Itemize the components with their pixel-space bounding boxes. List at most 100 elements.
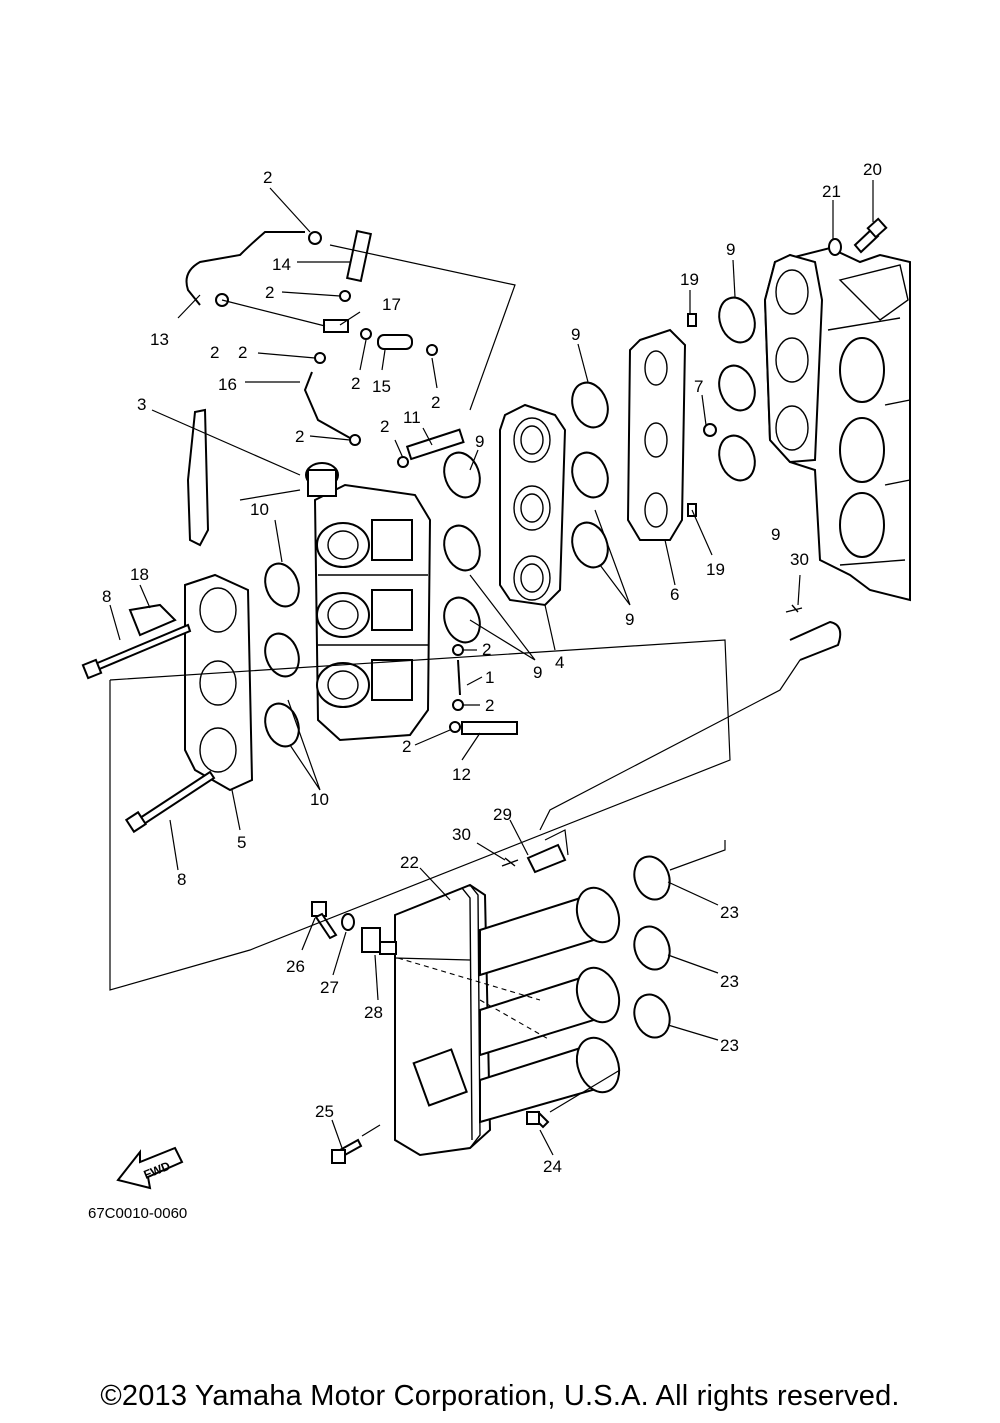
callout-23: 23 — [720, 972, 739, 991]
carburetor-assembly — [305, 462, 432, 742]
clip-30-upper — [785, 604, 803, 613]
callout-9: 9 — [571, 325, 580, 344]
callout-labels: 20 21 9 19 2 14 2 17 13 2 2 2 15 2 16 9 … — [102, 160, 882, 1176]
hose-13 — [185, 231, 305, 306]
o-ring-9-mid-1 — [571, 381, 609, 429]
callout-2: 2 — [263, 168, 272, 187]
bolt-20 — [853, 217, 888, 254]
callout-20: 20 — [863, 160, 882, 179]
bracket-3 — [186, 408, 210, 547]
callout-3: 3 — [137, 395, 146, 414]
callout-17: 17 — [382, 295, 401, 314]
callout-2: 2 — [380, 417, 389, 436]
clip-30-lower — [501, 857, 519, 867]
gasket-plate-6 — [626, 328, 687, 541]
callout-21: 21 — [822, 182, 841, 201]
clip-2-k — [449, 721, 461, 733]
hose-29 — [526, 843, 567, 874]
cylinder-block-partial — [763, 246, 911, 602]
callout-18: 18 — [130, 565, 149, 584]
intake-manifold-4 — [499, 403, 567, 607]
dowel-pin-19-top — [687, 313, 697, 327]
hose-1 — [457, 659, 461, 696]
diagram-code: 67C0010-0060 — [88, 1205, 188, 1222]
callout-19: 19 — [680, 270, 699, 289]
o-ring-10-2 — [264, 632, 300, 678]
callout-5: 5 — [237, 833, 246, 852]
clip-2-j — [452, 699, 464, 711]
clamp-18 — [128, 603, 177, 637]
spacer-plate-5 — [184, 573, 254, 792]
fwd-arrow-icon: FWD — [116, 1146, 184, 1190]
o-ring-9-right-2 — [718, 364, 756, 412]
callout-22: 22 — [400, 853, 419, 872]
fitting-28 — [361, 927, 397, 955]
clip-2-h — [397, 456, 409, 468]
callout-23: 23 — [720, 903, 739, 922]
o-ring-23-2 — [633, 925, 671, 971]
callout-19: 19 — [706, 560, 725, 579]
bolt-25 — [331, 1138, 363, 1164]
callout-9: 9 — [625, 610, 634, 629]
callout-16: 16 — [218, 375, 237, 394]
bolt-24 — [526, 1110, 550, 1129]
clip-2-i — [452, 644, 464, 656]
hose-16 — [303, 371, 351, 439]
callout-2: 2 — [295, 427, 304, 446]
clip-2-b — [339, 290, 351, 302]
o-ring-9-right-1 — [718, 296, 756, 344]
hose-pipe-upper — [789, 620, 842, 661]
callout-6: 6 — [670, 585, 679, 604]
callout-24: 24 — [543, 1157, 562, 1176]
bolt-26 — [311, 901, 338, 940]
callout-2: 2 — [485, 696, 494, 715]
callout-28: 28 — [364, 1003, 383, 1022]
callout-14: 14 — [272, 255, 291, 274]
callout-8: 8 — [177, 870, 186, 889]
callout-26: 26 — [286, 957, 305, 976]
o-ring-23-3 — [633, 993, 671, 1039]
leader-lines — [109, 180, 874, 1156]
clip-2-f — [426, 344, 438, 356]
o-ring-9-left-3 — [443, 596, 481, 644]
washer-27 — [341, 913, 355, 931]
callout-2: 2 — [351, 374, 360, 393]
callout-7: 7 — [694, 377, 703, 396]
callout-2: 2 — [482, 640, 491, 659]
o-ring-9-mid-3 — [571, 521, 609, 569]
callout-12: 12 — [452, 765, 471, 784]
callout-23: 23 — [720, 1036, 739, 1055]
o-ring-9-mid-2 — [571, 451, 609, 499]
callout-11: 11 — [403, 408, 421, 427]
clip-2-e — [360, 328, 372, 340]
o-ring-10-1 — [264, 562, 300, 608]
callout-9: 9 — [533, 663, 542, 682]
callout-9: 9 — [726, 240, 735, 259]
hose-14 — [345, 229, 373, 283]
callout-29: 29 — [493, 805, 512, 824]
o-ring-10-3 — [264, 702, 300, 748]
washer-21 — [828, 238, 842, 256]
callout-13: 13 — [150, 330, 169, 349]
callout-2: 2 — [265, 283, 274, 302]
callout-2: 2 — [238, 343, 247, 362]
callout-27: 27 — [320, 978, 339, 997]
o-ring-9-right-3 — [718, 434, 756, 482]
callout-9: 9 — [475, 432, 484, 451]
callout-2: 2 — [431, 393, 440, 412]
copyright-notice: ©2013 Yamaha Motor Corporation, U.S.A. A… — [100, 1380, 900, 1412]
hidden-line-1 — [397, 957, 541, 1001]
callout-10: 10 — [250, 500, 269, 519]
callout-2: 2 — [402, 737, 411, 756]
callout-10: 10 — [310, 790, 329, 809]
clip-2-a — [308, 231, 322, 245]
callout-30: 30 — [452, 825, 471, 844]
callout-25: 25 — [315, 1102, 334, 1121]
o-ring-9-left-1 — [443, 451, 481, 499]
o-ring-23-1 — [633, 855, 671, 901]
hose-11 — [405, 428, 465, 461]
callout-9: 9 — [771, 525, 780, 544]
o-ring-9-left-2 — [443, 524, 481, 572]
hose-12 — [461, 721, 518, 735]
